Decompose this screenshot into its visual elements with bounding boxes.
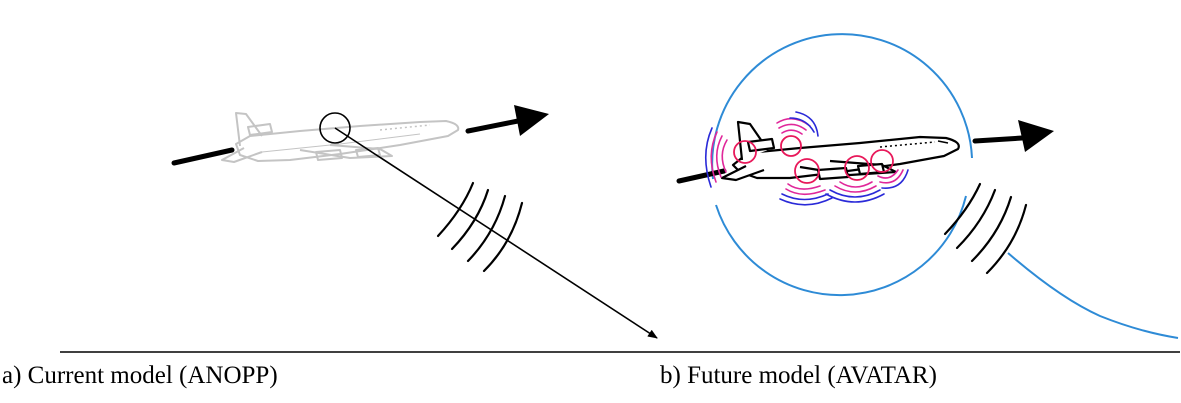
panel-current-model [171, 105, 658, 339]
source-circle-main-gear [794, 158, 820, 184]
flight-direction-arrow-a [465, 105, 549, 136]
flight-path-tail-b [676, 168, 727, 184]
sound-wave-arcs-a [436, 181, 524, 273]
source-circle-tail-engine [780, 135, 802, 157]
aircraft-outline-icon [720, 120, 960, 182]
propagation-curve [1007, 252, 1179, 339]
source-circle-nose [870, 149, 894, 173]
panel-future-model [676, 33, 1179, 339]
source-circle-tail [733, 140, 757, 164]
caption-future-model: b) Future model (AVATAR) [660, 362, 937, 389]
propagation-ray [334, 127, 658, 339]
source-circle-wing-engine [844, 155, 870, 181]
sound-wave-arcs-b [943, 182, 1028, 275]
noise-directivity-arcs [704, 111, 909, 206]
propagation-sphere [711, 33, 973, 180]
caption-current-model: a) Current model (ANOPP) [2, 362, 278, 389]
flight-direction-arrow-b [972, 120, 1054, 152]
noise-source-circles [733, 135, 894, 184]
flight-path-tail-a [171, 147, 235, 166]
source-point-circle [319, 112, 351, 144]
aircraft-faded-icon [221, 112, 460, 163]
